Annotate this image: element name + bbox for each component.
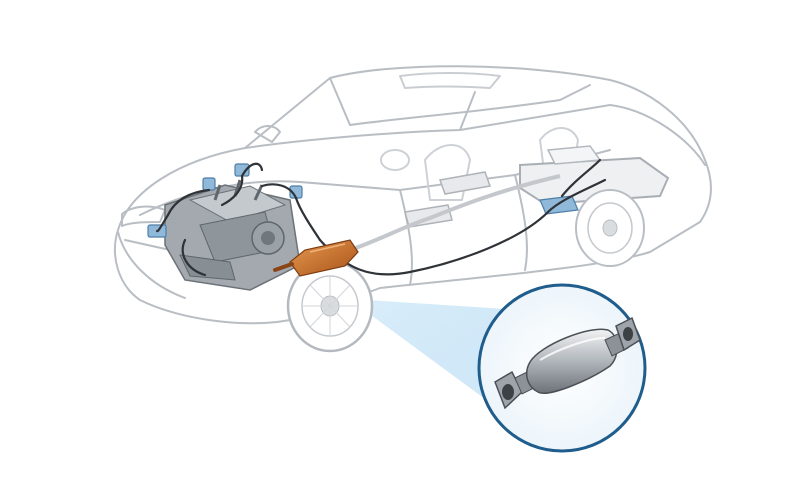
evap-canister xyxy=(539,195,579,215)
magnification-beam xyxy=(330,285,520,410)
sensor-upper-2 xyxy=(202,177,216,191)
catalytic-converter-callout xyxy=(477,283,647,453)
front-wheel xyxy=(286,259,374,353)
catalytic-converter-detail xyxy=(494,316,641,410)
rear-muffler xyxy=(438,171,492,195)
rear-wheel xyxy=(575,189,645,267)
exhaust-pipe xyxy=(349,174,561,252)
engine-block xyxy=(164,179,301,291)
catalytic-converter-highlight xyxy=(273,239,359,277)
